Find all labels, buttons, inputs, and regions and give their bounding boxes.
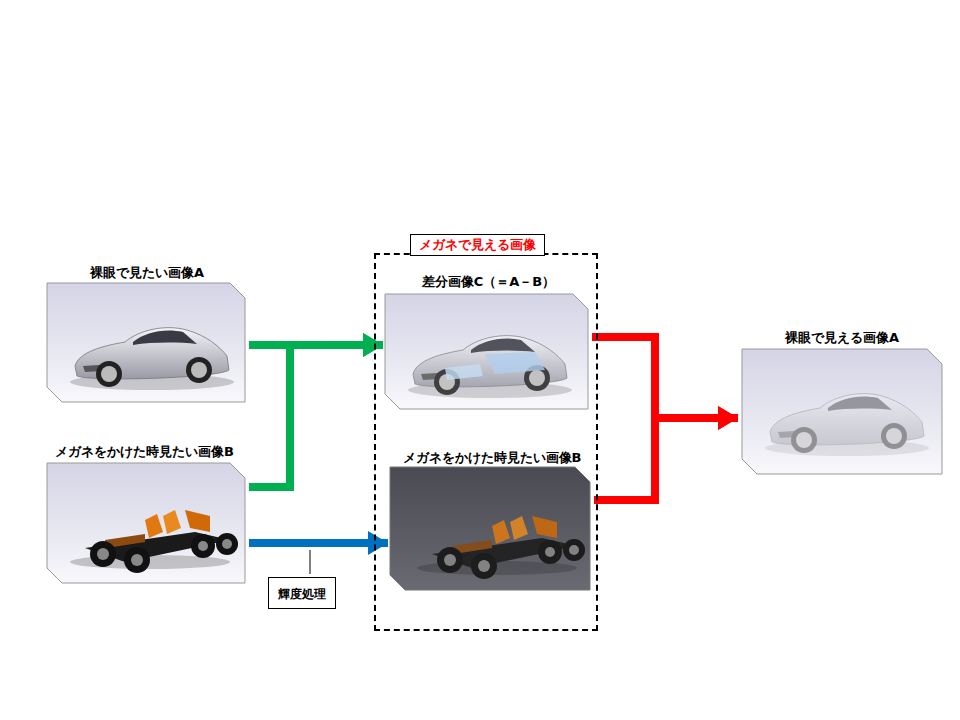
flow-arrow <box>592 337 738 418</box>
image-heading: 差分画像C（＝A－B） <box>385 274 592 290</box>
flow-arrow <box>249 539 388 547</box>
image-panel: 差分画像C（＝A－B） <box>385 274 592 412</box>
group-heading-box: メガネで見える画像 <box>410 234 545 256</box>
process-label: 輝度処理 <box>278 587 326 601</box>
image-panel: メガネをかけた時見たい画像B <box>390 450 594 593</box>
image-panel: 裸眼で見たい画像A <box>45 265 249 403</box>
flow-arrow <box>594 418 738 500</box>
image-heading: 裸眼で見える画像A <box>740 330 944 346</box>
image-heading: 裸眼で見たい画像A <box>45 265 249 281</box>
image-heading: メガネをかけた時見たい画像B <box>390 450 594 466</box>
flow-arrow <box>249 345 383 487</box>
group-heading: メガネで見える画像 <box>419 237 536 253</box>
image-heading: メガネをかけた時見たい画像B <box>40 444 249 460</box>
image-panel: メガネをかけた時見たい画像B <box>40 444 249 584</box>
callout-box: 輝度処理 <box>268 577 336 609</box>
group-box: メガネで見える画像差分画像C（＝A－B）メガネをかけた時見たい画像B <box>374 253 598 631</box>
image-panel: 裸眼で見える画像A <box>740 330 944 476</box>
